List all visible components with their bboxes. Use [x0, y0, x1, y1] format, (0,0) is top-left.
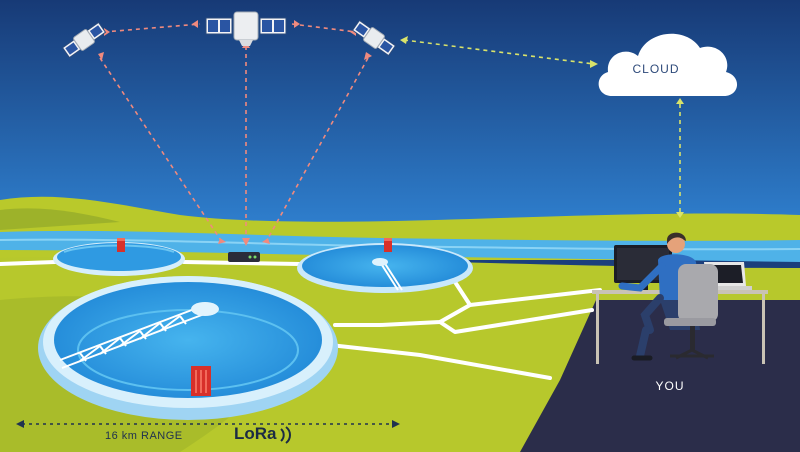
- gateway-icon: [228, 252, 260, 262]
- satellite-icon: [61, 21, 107, 59]
- cloud-arrowheads: [400, 36, 684, 218]
- satellite-icon: [205, 11, 287, 46]
- satellite-icon: [351, 19, 397, 57]
- large-tank: [38, 276, 338, 420]
- lora-waves-icon: [280, 426, 291, 444]
- hill-shadow: [0, 208, 120, 230]
- range-label: 16 km RANGE: [105, 430, 183, 442]
- sensor-icon: [384, 238, 392, 252]
- medium-tank: [297, 243, 473, 293]
- you-label: YOU: [655, 379, 685, 393]
- office-floor: [520, 300, 800, 452]
- range-line: [16, 420, 400, 428]
- chair-icon: [664, 264, 718, 360]
- pipes: [0, 260, 602, 380]
- sensor-icon: [191, 366, 211, 396]
- cloud-links: [403, 39, 681, 214]
- link-arrowheads: [98, 20, 372, 246]
- cloud-label: CLOUD: [632, 62, 680, 76]
- satellite-links: [99, 23, 369, 243]
- cloud-icon: [598, 33, 738, 96]
- lora-logo: LoRa: [234, 424, 277, 443]
- sensor-icon: [117, 238, 125, 252]
